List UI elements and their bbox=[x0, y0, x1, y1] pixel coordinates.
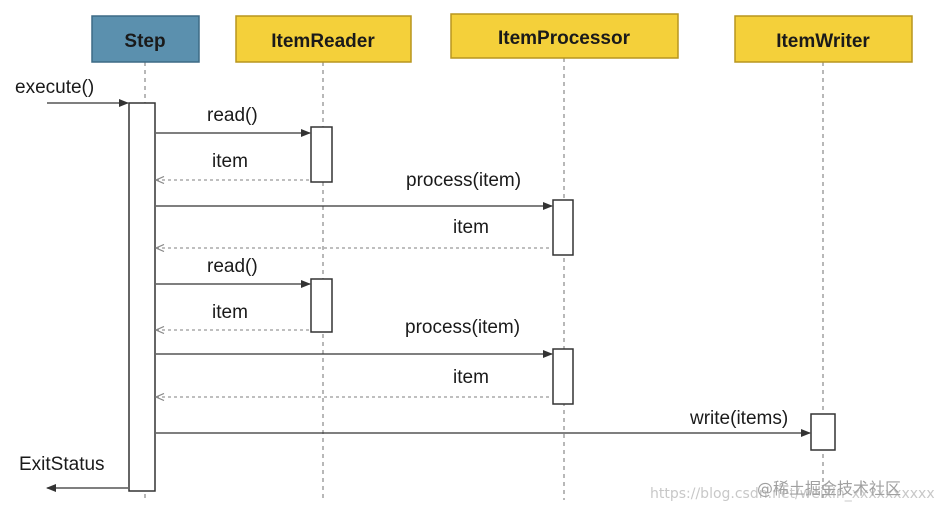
participant-itemwriter-label: ItemWriter bbox=[776, 31, 870, 52]
process-label-2: process(item) bbox=[405, 317, 520, 338]
itemprocessor-activation-1 bbox=[552, 199, 574, 256]
item-return-label-2: item bbox=[453, 217, 489, 238]
itemprocessor-activation-2 bbox=[552, 348, 574, 405]
step-activation bbox=[128, 102, 156, 492]
process-label-1: process(item) bbox=[406, 170, 521, 191]
participant-itemreader-label: ItemReader bbox=[271, 31, 375, 52]
participant-itemprocessor-label: ItemProcessor bbox=[498, 28, 631, 49]
watermark-url: https://blog.csdn.net/weixin_xxxxxxxxxx bbox=[650, 486, 935, 502]
read-label-2: read() bbox=[207, 256, 258, 277]
exitstatus-label: ExitStatus bbox=[19, 454, 105, 475]
item-return-label-1: item bbox=[212, 151, 248, 172]
read-label-1: read() bbox=[207, 105, 258, 126]
itemreader-activation-2 bbox=[310, 278, 333, 333]
participant-itemprocessor: ItemProcessor bbox=[450, 13, 679, 59]
item-return-label-4: item bbox=[453, 367, 489, 388]
itemwriter-activation bbox=[810, 413, 836, 451]
participant-step-label: Step bbox=[124, 31, 165, 52]
itemreader-activation-1 bbox=[310, 126, 333, 183]
write-label: write(items) bbox=[689, 408, 788, 429]
item-return-label-3: item bbox=[212, 302, 248, 323]
execute-label: execute() bbox=[15, 77, 94, 98]
watermark-brand: @稀土掘金技术社区 bbox=[757, 479, 901, 498]
participant-itemreader: ItemReader bbox=[235, 15, 412, 63]
participant-itemwriter: ItemWriter bbox=[734, 15, 913, 63]
participant-step: Step bbox=[91, 15, 200, 63]
